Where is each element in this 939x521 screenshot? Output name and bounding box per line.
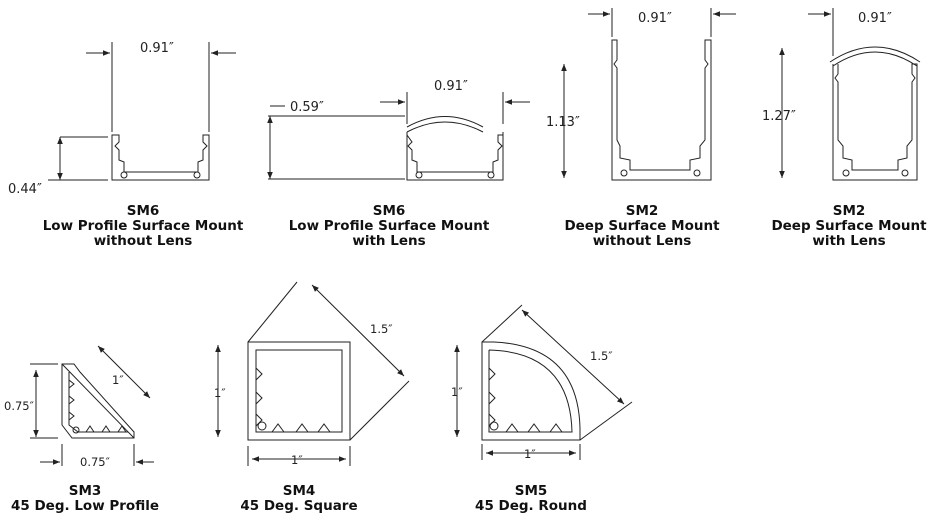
sm5-diagonal-label: 1.5″ (590, 349, 613, 363)
sm6-no-lens-width-label: 0.91″ (140, 41, 174, 56)
sm6-no-lens-caption: SM6 Low Profile Surface Mount without Le… (18, 204, 268, 249)
caption-line1: Deep Surface Mount (564, 218, 720, 234)
caption-line2: with Lens (352, 233, 426, 249)
caption-line1: Low Profile Surface Mount (42, 218, 244, 234)
sm6-lens-caption: SM6 Low Profile Surface Mount with Lens (264, 204, 514, 249)
sm2-lens-height-label: 1.27″ (762, 109, 796, 124)
sm6-lens-width-label: 0.91″ (434, 79, 468, 94)
caption-line1: 45 Deg. Round (475, 498, 587, 514)
sm4-height-label: 1″ (214, 386, 226, 400)
sm6-lens-drawing (267, 92, 530, 181)
sm2-no-lens-width-label: 0.91″ (638, 11, 672, 26)
caption-code: SM2 (832, 203, 866, 219)
sm3-diagonal-label: 1″ (112, 373, 124, 387)
caption-line2: without Lens (592, 233, 692, 249)
caption-line1: Deep Surface Mount (771, 218, 927, 234)
caption-line1: Low Profile Surface Mount (288, 218, 490, 234)
sm4-diagonal-label: 1.5″ (370, 322, 393, 336)
sm6-lens-height-label: 0.59″ (290, 100, 324, 115)
sm4-caption: SM4 45 Deg. Square (214, 484, 384, 514)
caption-line1: 45 Deg. Low Profile (10, 498, 159, 514)
caption-line2: without Lens (93, 233, 193, 249)
sm2-no-lens-height-label: 1.13″ (546, 115, 580, 130)
caption-code: SM5 (514, 483, 548, 499)
caption-code: SM6 (372, 203, 406, 219)
caption-code: SM6 (126, 203, 160, 219)
sm5-caption: SM5 45 Deg. Round (446, 484, 616, 514)
sm2-lens-width-label: 0.91″ (858, 11, 892, 26)
sm4-drawing (215, 281, 410, 466)
sm5-height-label: 1″ (451, 385, 463, 399)
sm5-width-label: 1″ (524, 447, 536, 461)
caption-line2: with Lens (812, 233, 886, 249)
sm6-no-lens-drawing (48, 42, 236, 181)
sm5-drawing (454, 304, 633, 460)
sm3-height-label: 0.75″ (4, 399, 35, 413)
caption-code: SM2 (625, 203, 659, 219)
caption-code: SM3 (68, 483, 102, 499)
caption-code: SM4 (282, 483, 316, 499)
sm3-width-label: 0.75″ (80, 455, 111, 469)
sm3-drawing (30, 345, 154, 466)
sm6-no-lens-height-label: 0.44″ (8, 182, 42, 197)
sm4-width-label: 1″ (291, 453, 303, 467)
sm2-lens-drawing (779, 8, 921, 181)
sm2-lens-caption: SM2 Deep Surface Mount with Lens (760, 204, 938, 249)
caption-line1: 45 Deg. Square (240, 498, 358, 514)
sm2-no-lens-caption: SM2 Deep Surface Mount without Lens (542, 204, 742, 249)
sm3-caption: SM3 45 Deg. Low Profile (0, 484, 170, 514)
sm2-no-lens-drawing (561, 8, 736, 181)
